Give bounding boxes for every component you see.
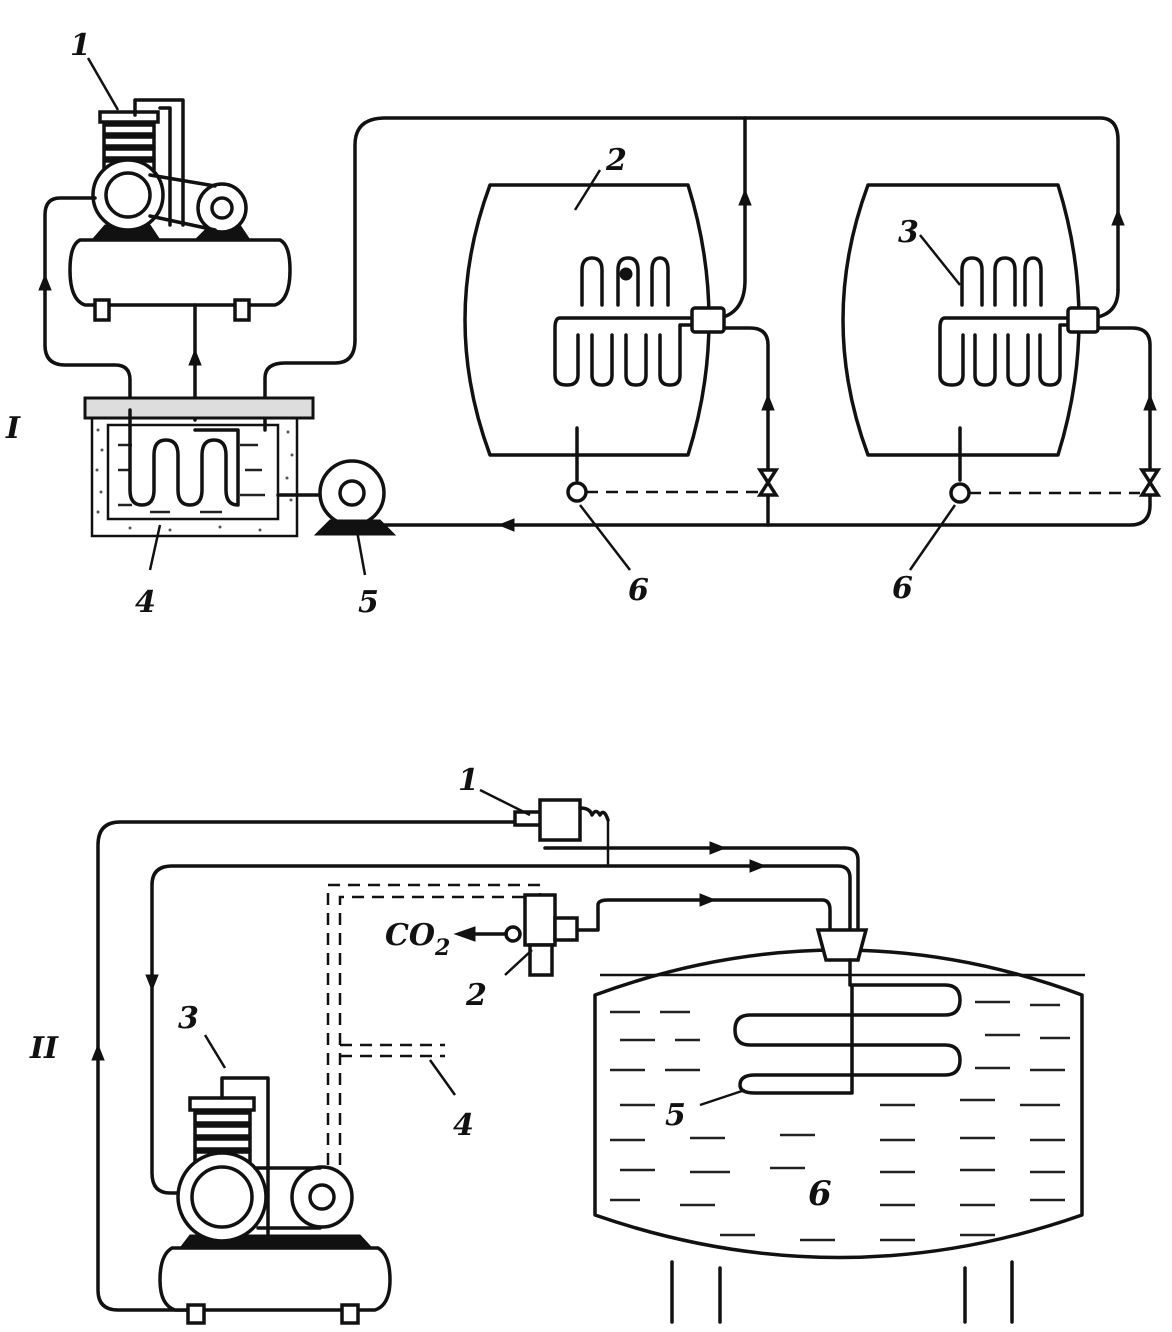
label-4: 4 (135, 585, 156, 620)
label-6-right: 6 (892, 571, 913, 606)
label-co2: CO2 (385, 918, 450, 961)
pipe-inner-loop (150, 864, 852, 1195)
regulator-1 (513, 798, 610, 842)
label-ii-4: 4 (453, 1108, 474, 1143)
pipe-outer-loop (96, 820, 517, 1312)
valve-2 (453, 893, 579, 977)
label-ii-6: 6 (808, 1174, 832, 1214)
label-ii-3: 3 (178, 1001, 199, 1036)
compressor-unit-3 (158, 1076, 392, 1325)
flow-arrow (38, 273, 52, 291)
pump-5 (276, 459, 397, 536)
pipe-left-loop (43, 196, 132, 412)
cold-chamber-3 (841, 183, 1162, 504)
label-ii-1: 1 (458, 763, 479, 798)
brine-tank-4 (83, 396, 315, 538)
label-ii-2: 2 (465, 978, 487, 1013)
diagram-i: I 1 2 3 4 5 6 6 (5, 28, 1162, 620)
dashed-line-4 (326, 883, 542, 1185)
label-ii-5: 5 (665, 1098, 686, 1133)
diagram-i-roman-label: I (5, 411, 21, 446)
cold-chamber-2 (463, 183, 780, 503)
tank-6 (593, 928, 1085, 1324)
diagram-ii: II 1 2 3 4 5 6 CO2 (29, 763, 1085, 1325)
label-1: 1 (70, 28, 91, 63)
label-3: 3 (898, 215, 919, 250)
pipe-suction (263, 116, 1120, 432)
diagram-ii-roman-label: II (29, 1031, 59, 1066)
label-5: 5 (358, 585, 379, 620)
label-2: 2 (605, 143, 627, 178)
pipe-return (378, 326, 1152, 527)
label-6-left: 6 (628, 573, 649, 608)
compressor-unit-1 (68, 98, 292, 322)
